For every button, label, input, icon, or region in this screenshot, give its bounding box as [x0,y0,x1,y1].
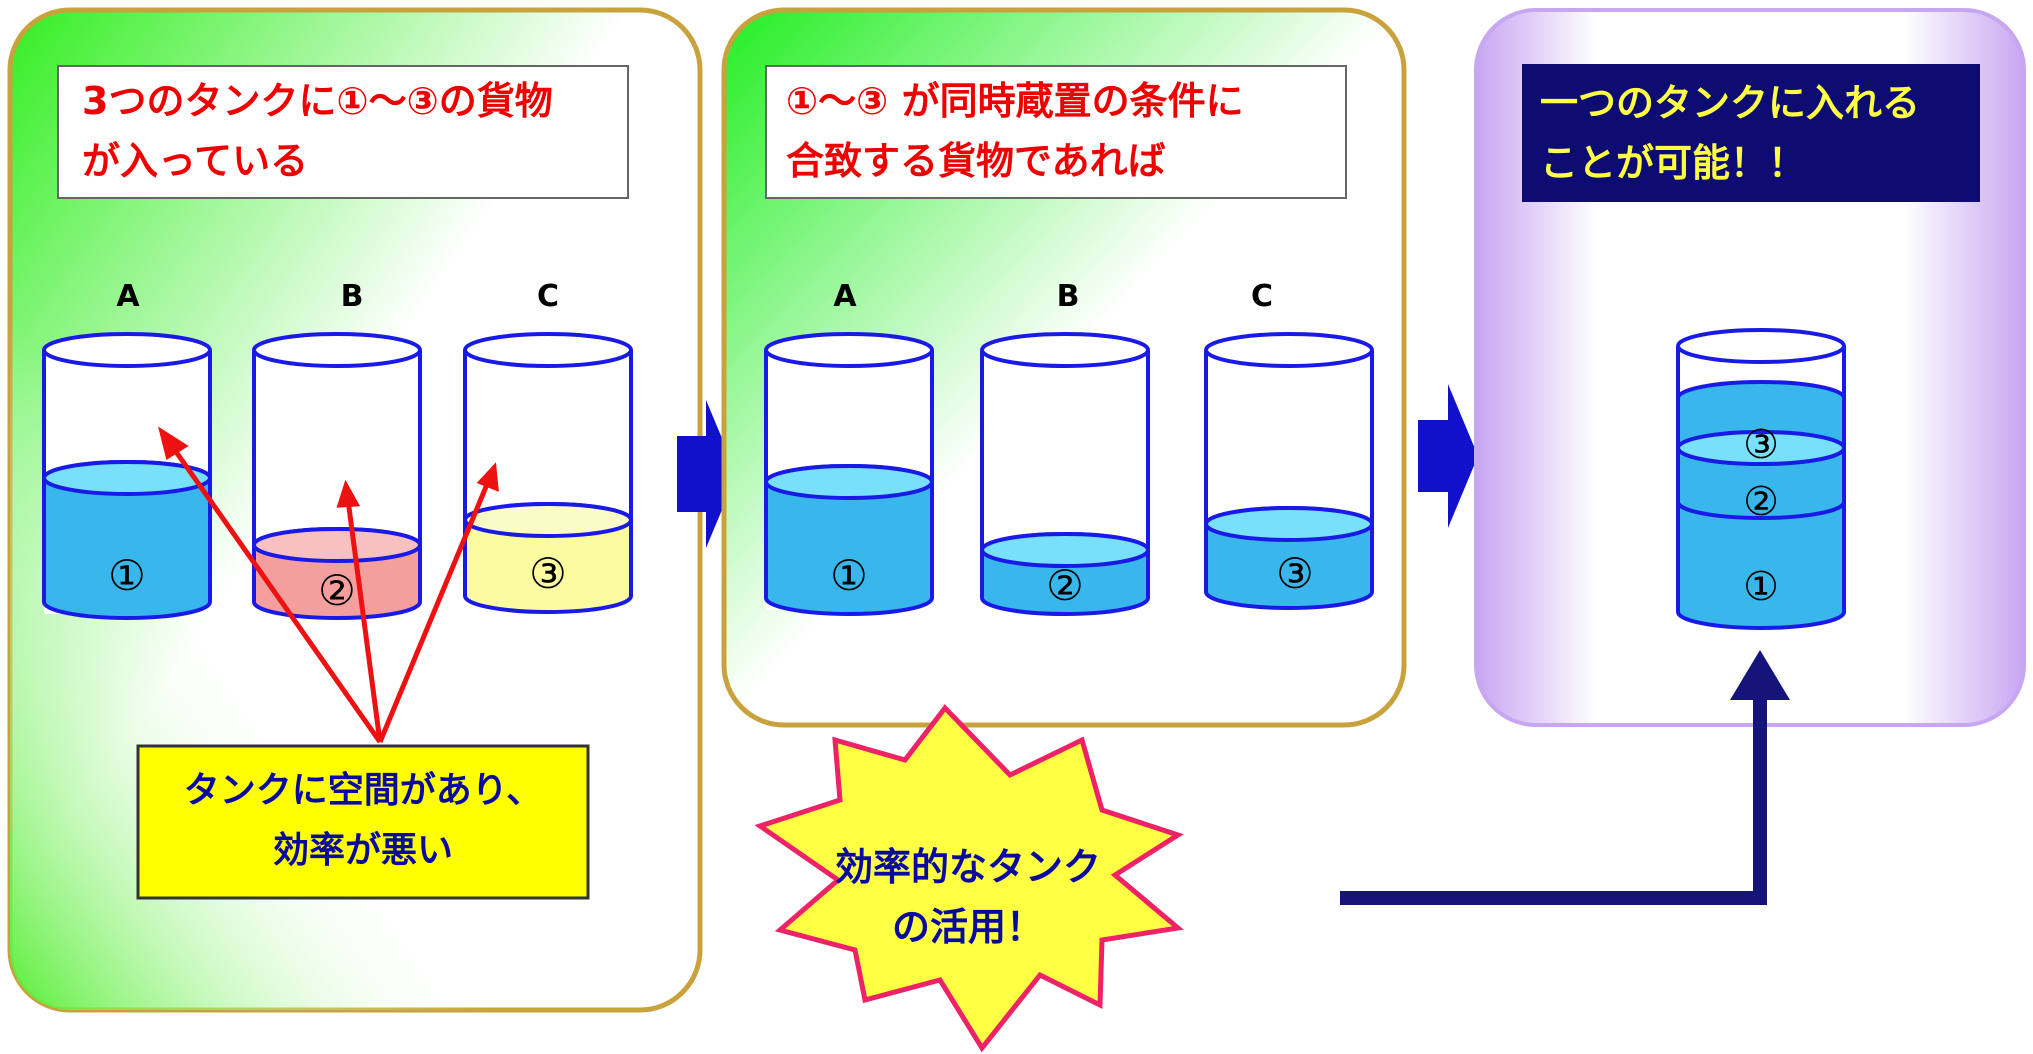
tank-c: C ③ [1204,279,1374,610]
panel3-title-line2: ことが可能！！ [1540,141,1806,185]
panel-condition: ①～③ が同時蔵置の条件に 合致する貨物であれば A ① B ② C [721,7,1407,728]
inefficiency-note-line2: 効率が悪い [273,830,453,871]
utilization-arrow [1340,650,1790,905]
tank-a: A ① [42,279,212,620]
tank-label: C [537,279,559,314]
panel1-title-line2: が入っている [82,139,308,183]
efficiency-burst: 効率的なタンク の活用！ [754,704,1184,1053]
combined-tank: ③ ② ① [1676,328,1846,630]
panel3-title-line1: 一つのタンクに入れる [1540,81,1920,125]
tank-number: ③ [529,549,567,598]
panel3-title-box [1522,64,1980,202]
tank-number: ② [1046,561,1084,610]
panel1-title-line1: 3つのタンクに①～③の貨物 [82,79,553,123]
stack-layer-1: ① [1743,564,1779,610]
tank-label: B [1057,279,1080,314]
tank-b: B ② [980,279,1150,616]
tank-label: B [341,279,364,314]
panel-result: 一つのタンクに入れる ことが可能！！ ③ ② ① [1474,8,2026,727]
panel2-title-box [765,65,1347,199]
tank-label: C [1251,279,1273,314]
tank-number: ③ [1276,549,1314,598]
panel-current-state: 3つのタンクに①～③の貨物 が入っている A ① B ② C [7,7,703,1013]
tank-label: A [833,279,857,314]
tank-number: ② [318,566,356,615]
tank-b: B ② [252,279,422,620]
stack-layer-2: ② [1743,479,1779,525]
panel2-title-line1: ①～③ が同時蔵置の条件に [786,79,1244,123]
panel2-title-line2: 合致する貨物であれば [786,139,1166,183]
burst-line1: 効率的なタンク [835,845,1101,889]
inefficiency-note-box [136,744,590,900]
tank-a: A ① [764,279,934,616]
stack-layer-3: ③ [1743,422,1779,468]
inefficiency-note-line1: タンクに空間があり、 [184,770,543,811]
burst-line2: の活用！ [892,905,1044,949]
tank-number: ① [830,551,868,600]
flow-arrow-1 [677,400,737,548]
panel1-title-box [57,65,629,199]
tank-number: ① [108,551,146,600]
tank-label: A [116,279,140,314]
empty-space-arrows [158,426,499,744]
flow-arrow-2 [1418,384,1478,528]
